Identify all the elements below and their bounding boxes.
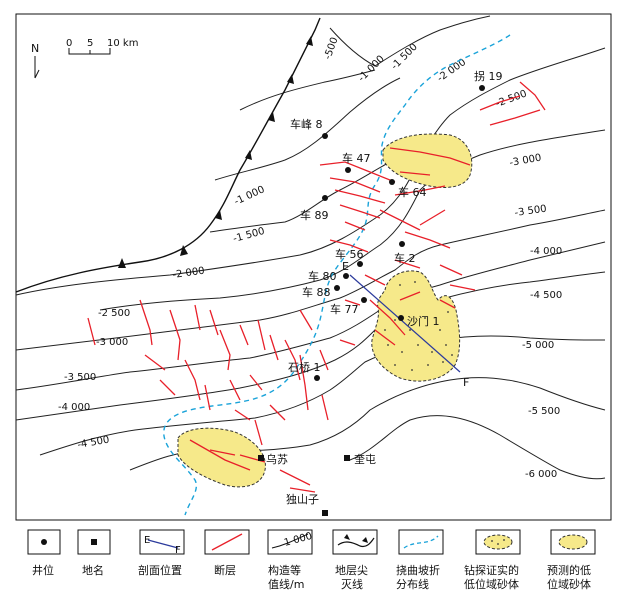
contour-label-4000-right: -4 000 bbox=[530, 246, 562, 257]
well-label-che80: 车 80 bbox=[308, 269, 337, 283]
well-label-shamen1: 沙门 1 bbox=[407, 314, 440, 328]
legend-section-label: 剖面位置 bbox=[138, 563, 182, 577]
pinch-out-line bbox=[15, 17, 321, 293]
scale-tick-0: 0 bbox=[66, 38, 72, 49]
contour-label-3000-left: -3 000 bbox=[96, 337, 128, 348]
well-label-che77: 车 77 bbox=[330, 302, 359, 316]
faults bbox=[87, 81, 546, 493]
north-arrow: N bbox=[31, 42, 40, 79]
legend-well-label: 井位 bbox=[32, 563, 54, 577]
flexure-break-line bbox=[163, 34, 511, 516]
confirmed-sand-body-shamen bbox=[371, 270, 461, 382]
scale-tick-10: 10 km bbox=[107, 38, 138, 49]
legend-predicted-line1: 预测的低 bbox=[547, 563, 591, 577]
predicted-sand-body-north bbox=[382, 133, 473, 188]
section-label-f: F bbox=[463, 376, 469, 389]
well-label-che56: 车 56 bbox=[335, 247, 364, 261]
well-label-che2: 车 2 bbox=[394, 251, 416, 265]
contour-label-2000-left: -2 000 bbox=[172, 266, 205, 281]
legend-flexure-line1: 挠曲坡折 bbox=[396, 563, 440, 577]
legend-contour-line1: 构造等 bbox=[268, 563, 301, 577]
place-label-kuitun: 奎屯 bbox=[354, 452, 376, 466]
legend-contour-line2: 值线/m bbox=[268, 577, 304, 591]
wells: 拐 19 车峰 8 车 47 车 64 车 89 车 56 车 2 车 80 车… bbox=[288, 69, 503, 381]
well-label-che88: 车 88 bbox=[302, 285, 331, 299]
legend-section-f: F bbox=[175, 545, 181, 556]
well-label-shiqiao1: 石桥 1 bbox=[288, 361, 321, 374]
legend-place-label: 地名 bbox=[82, 563, 104, 577]
legend-confirmed-line2: 低位域砂体 bbox=[464, 577, 519, 591]
legend-confirmed-line1: 钻探证实的 bbox=[464, 563, 519, 577]
contour-label-5000-right: -5 000 bbox=[522, 340, 554, 351]
contour-label-4500-right: -4 500 bbox=[530, 290, 562, 301]
well-label-che47: 车 47 bbox=[342, 151, 371, 165]
legend-flexure-line2: 分布线 bbox=[396, 577, 429, 591]
legend-predicted-line2: 位域砂体 bbox=[547, 577, 591, 591]
place-label-wusu: 乌苏 bbox=[266, 452, 288, 466]
legend-pinch-line1: 地层尖 bbox=[335, 564, 368, 577]
contour-label-3500-left: -3 500 bbox=[64, 372, 96, 383]
place-label-dushanzi: 独山子 bbox=[286, 493, 319, 506]
legend-fault-label: 断层 bbox=[214, 563, 236, 577]
contour-label-3500-right: -3 500 bbox=[514, 204, 547, 219]
contour-label-5500-right: -5 500 bbox=[528, 406, 560, 417]
well-label-che89: 车 89 bbox=[300, 208, 329, 222]
legend: 井位 地名 E F 剖面位置 断层 1 000 构造等 值线/m 地层尖 灭线 … bbox=[27, 529, 596, 591]
confirmed-sand-dots bbox=[384, 281, 453, 371]
scale-bar: 0 5 10 km bbox=[66, 38, 138, 55]
north-label: N bbox=[31, 42, 39, 55]
contour-label-6000-right: -6 000 bbox=[525, 469, 557, 480]
scale-tick-5: 5 bbox=[87, 38, 93, 49]
legend-section-e: E bbox=[144, 535, 150, 546]
contour-label-4000-left: -4 000 bbox=[58, 402, 90, 413]
legend-contour-sample: 1 000 bbox=[283, 531, 314, 549]
places: 乌苏 奎屯 独山子 bbox=[258, 452, 376, 516]
well-label-chefeng8: 车峰 8 bbox=[290, 117, 323, 131]
well-label-che64: 车 64 bbox=[398, 185, 427, 199]
contour-label-2500-left: -2 500 bbox=[98, 308, 130, 319]
legend-pinch-line2: 灭线 bbox=[341, 577, 363, 591]
well-label-guai19: 拐 19 bbox=[474, 69, 503, 83]
section-label-e: E bbox=[342, 260, 349, 273]
section-line-e-f: E F bbox=[342, 260, 469, 389]
contour-lines bbox=[15, 15, 606, 480]
